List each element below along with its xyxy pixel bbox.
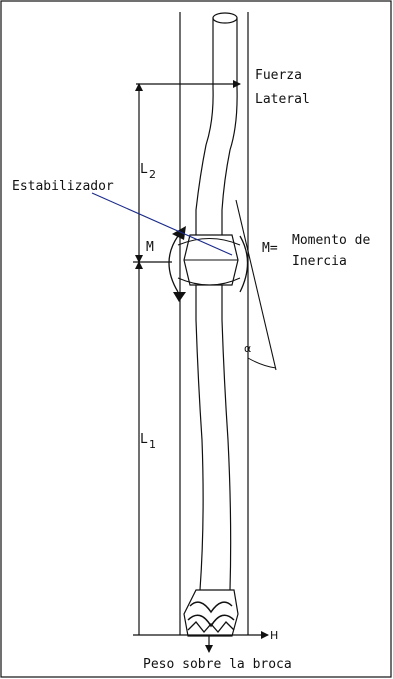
- label-fuerza: Fuerza: [255, 68, 302, 83]
- drill-string-upper-right: [221, 18, 238, 235]
- alpha-arc: [247, 357, 277, 369]
- label-alpha: α: [244, 342, 251, 355]
- estabilizador-leader-line: [91, 192, 233, 256]
- label-peso: Peso sobre la broca: [143, 657, 292, 672]
- stabilizer: [177, 234, 241, 286]
- label-momento: Momento de: [292, 233, 370, 248]
- drill-string-lower-right: [221, 285, 232, 591]
- moment-arrow-bottom: [173, 292, 186, 302]
- label-lateral: Lateral: [255, 92, 310, 107]
- moment-arc-right: [239, 235, 249, 293]
- label-l2: L: [140, 162, 148, 177]
- moment-arc-left: [168, 235, 179, 293]
- label-inercia: Inercia: [292, 254, 347, 269]
- label-m-left: M: [146, 240, 154, 255]
- label-m-equals: M=: [262, 241, 278, 256]
- drill-string-lower-left: [195, 285, 204, 591]
- drill-bit: [183, 589, 239, 637]
- label-l1-sub: 1: [149, 438, 156, 451]
- pipe-top-cap: [212, 12, 238, 24]
- label-l1: L: [140, 432, 148, 447]
- alpha-tangent-line: [235, 199, 277, 371]
- drill-string-upper-left: [195, 18, 214, 235]
- moment-arrow-top: [172, 226, 186, 240]
- label-estabilizador: Estabilizador: [12, 179, 114, 194]
- label-h: H: [270, 629, 278, 642]
- label-l2-sub: 2: [149, 168, 156, 181]
